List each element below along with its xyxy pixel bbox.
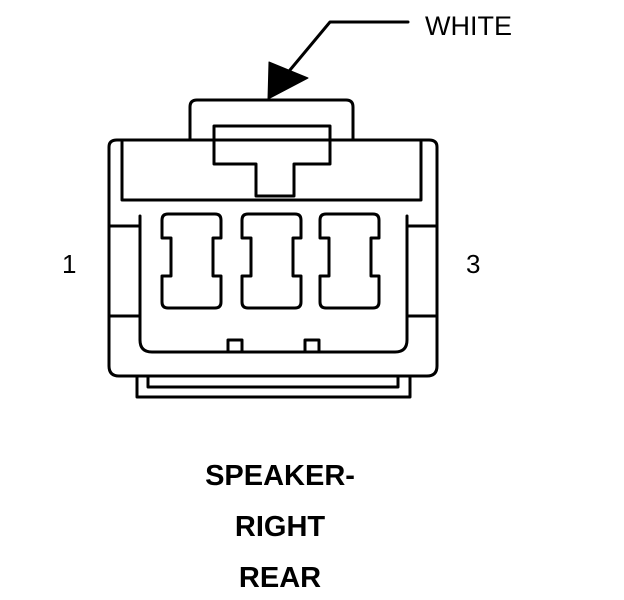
key-notch-right xyxy=(303,338,321,354)
locking-tab xyxy=(188,98,355,142)
wire-color-callout: WHITE xyxy=(425,11,512,41)
bottom-rail-inner xyxy=(146,374,400,389)
housing-inner-outline xyxy=(120,138,423,202)
key-notch-left xyxy=(226,338,244,354)
left-side-rib xyxy=(107,224,142,318)
pin-number-right: 3 xyxy=(466,249,481,279)
callout-arrowhead xyxy=(267,61,309,100)
callout-leader-line xyxy=(288,20,410,72)
pin-number-left: 1 xyxy=(62,249,77,279)
latch xyxy=(212,124,332,198)
terminal-cavity xyxy=(160,212,223,310)
terminal-cavity xyxy=(318,212,381,310)
terminal-cavity xyxy=(240,212,303,310)
connector-title-line-2: RIGHT xyxy=(234,511,326,543)
connector-housing xyxy=(107,138,439,378)
connector-title-line-3: REAR xyxy=(238,562,322,594)
bottom-rail-outer xyxy=(135,374,412,399)
housing-inner-floor xyxy=(138,214,409,354)
connector-title-line-1: SPEAKER- xyxy=(205,460,355,492)
right-side-rib xyxy=(405,224,439,318)
